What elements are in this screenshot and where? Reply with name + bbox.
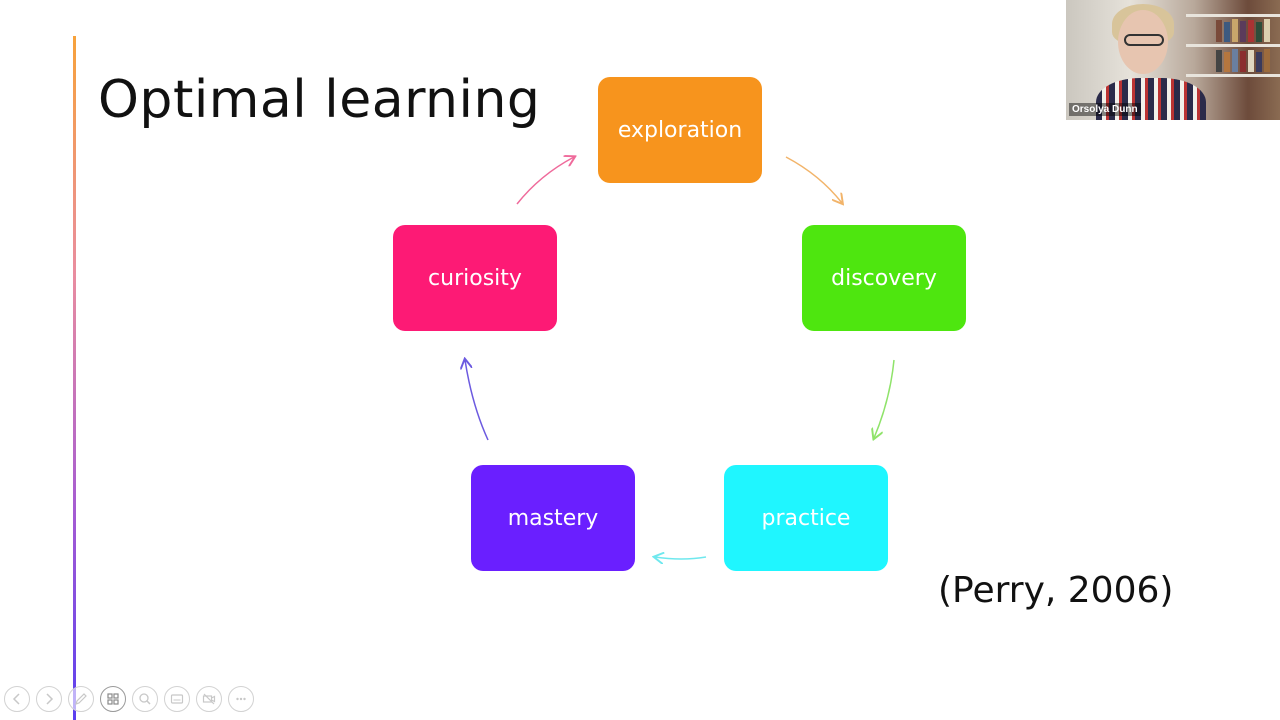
arrow-discovery-to-practice	[874, 359, 895, 438]
cycle-label: curiosity	[428, 265, 522, 291]
previous-slide-icon[interactable]	[4, 686, 30, 712]
arrow-exploration-to-discovery	[785, 156, 842, 203]
cycle-label: discovery	[831, 265, 937, 291]
participant-glasses	[1124, 34, 1164, 46]
slide-title: Optimal learning	[98, 70, 541, 130]
cycle-box-discovery: discovery	[802, 225, 966, 331]
next-slide-icon[interactable]	[36, 686, 62, 712]
see-all-slides-icon[interactable]	[100, 686, 126, 712]
arrow-practice-to-mastery	[655, 557, 707, 559]
cycle-box-mastery: mastery	[471, 465, 635, 571]
subtitles-icon[interactable]	[164, 686, 190, 712]
cycle-label: practice	[761, 505, 851, 531]
slideshow-toolbar	[4, 686, 254, 714]
camera-off-icon[interactable]	[196, 686, 222, 712]
participant-video-tile[interactable]: Orsolya Dunn	[1066, 0, 1280, 120]
cycle-box-exploration: exploration	[598, 77, 762, 183]
slide-accent-bar	[73, 36, 76, 720]
cycle-box-practice: practice	[724, 465, 888, 571]
more-options-icon[interactable]	[228, 686, 254, 712]
arrow-curiosity-to-exploration	[516, 157, 574, 205]
participant-sweater	[1096, 78, 1206, 120]
cycle-label: exploration	[617, 117, 743, 143]
arrow-mastery-to-curiosity	[465, 360, 489, 441]
participant-name-label: Orsolya Dunn	[1069, 103, 1141, 116]
citation: (Perry, 2006)	[938, 570, 1174, 611]
pen-icon[interactable]	[68, 686, 94, 712]
cycle-label: mastery	[507, 505, 599, 531]
cycle-box-curiosity: curiosity	[393, 225, 557, 331]
zoom-icon[interactable]	[132, 686, 158, 712]
